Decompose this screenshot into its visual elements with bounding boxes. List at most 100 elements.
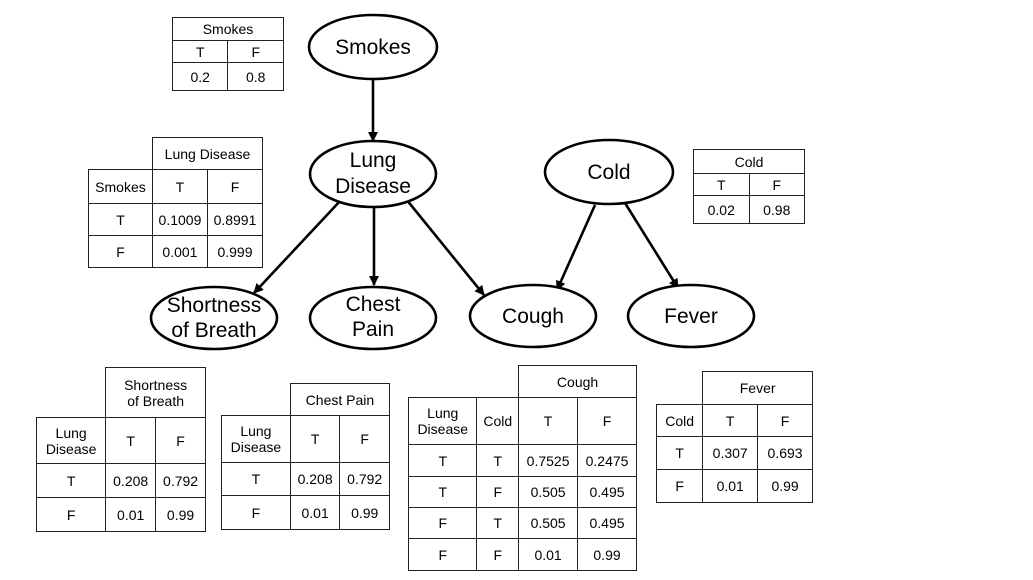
cpt-title: Cough bbox=[518, 365, 637, 398]
cpt-smokes: Smokes T F 0.2 0.8 bbox=[171, 17, 284, 91]
cpt-title: Cold bbox=[693, 149, 805, 174]
cpt-cond: F bbox=[35, 497, 107, 532]
cpt-cond: T bbox=[35, 463, 107, 498]
node-fever: Fever bbox=[626, 283, 756, 349]
cpt-cond: T bbox=[88, 203, 153, 236]
cpt-parent-line2: Disease bbox=[417, 421, 469, 437]
cpt-cold: Cold T F 0.02 0.98 bbox=[693, 149, 805, 224]
node-chest-pain: Chest Pain bbox=[308, 285, 438, 351]
node-cold-label: Cold bbox=[587, 161, 630, 184]
cpt-value: 0.2475 bbox=[577, 444, 637, 477]
cpt-value: 0.01 bbox=[289, 495, 341, 530]
node-shortness-label-line1: Shortness bbox=[167, 294, 262, 317]
cpt-fever: Fever Cold T F T 0.307 0.693 F 0.01 0.99 bbox=[655, 371, 813, 503]
cpt-parent-line1: Lung bbox=[240, 423, 272, 439]
cpt-cough: Cough Lung Disease Cold T F T T 0.7525 0… bbox=[407, 365, 637, 571]
cpt-parent-header: Cold bbox=[476, 397, 520, 445]
node-smokes: Smokes bbox=[307, 13, 439, 81]
cpt-col-header: F bbox=[757, 404, 813, 437]
node-shortness-of-breath: Shortness of Breath bbox=[149, 285, 279, 351]
cpt-parent-header: Cold bbox=[655, 404, 704, 437]
cpt-value: 0.01 bbox=[702, 469, 759, 503]
cpt-parent-line2: Disease bbox=[45, 440, 97, 457]
cpt-col-header: T bbox=[702, 404, 759, 437]
cpt-value: 0.495 bbox=[577, 476, 637, 508]
cpt-value: 0.8 bbox=[227, 62, 284, 91]
cpt-value: 0.495 bbox=[577, 507, 637, 539]
node-cold: Cold bbox=[543, 138, 675, 206]
cpt-blank bbox=[37, 368, 106, 418]
cpt-title: Chest Pain bbox=[289, 383, 391, 416]
cpt-cond: F bbox=[407, 507, 478, 539]
cpt-col-header: T bbox=[171, 40, 229, 63]
cpt-title: Shortness of Breath bbox=[105, 367, 206, 418]
cpt-value: 0.792 bbox=[155, 463, 206, 498]
cpt-col-header: F bbox=[748, 173, 805, 196]
cpt-cond: F bbox=[476, 538, 520, 571]
edge-lung-disease-cough bbox=[404, 198, 486, 296]
edge-lung-disease-shortness bbox=[253, 199, 342, 294]
cpt-value: 0.208 bbox=[289, 462, 341, 496]
cpt-value: 0.505 bbox=[518, 476, 579, 508]
cpt-parent-line1: Lung bbox=[55, 424, 87, 441]
node-shortness-label-line2: of Breath bbox=[171, 319, 256, 342]
cpt-value: 0.02 bbox=[693, 195, 750, 224]
cpt-title-line1: Shortness bbox=[124, 376, 188, 393]
cpt-value: 0.001 bbox=[151, 235, 208, 268]
cpt-parent-header: Lung Disease bbox=[407, 397, 478, 445]
cpt-cond: T bbox=[655, 436, 704, 470]
cpt-col-header: T bbox=[289, 415, 341, 463]
cpt-parent-header: Smokes bbox=[88, 169, 153, 204]
cpt-col-header: F bbox=[155, 417, 206, 464]
cpt-parent-header: Lung Disease bbox=[221, 415, 291, 463]
cpt-col-header: T bbox=[151, 169, 208, 204]
cpt-value: 0.99 bbox=[339, 495, 390, 530]
cpt-value: 0.999 bbox=[206, 235, 264, 268]
cpt-col-header: F bbox=[227, 40, 284, 63]
cpt-chest-pain: Chest Pain Lung Disease T F T 0.208 0.79… bbox=[221, 383, 391, 530]
edge-cold-cough bbox=[555, 204, 597, 291]
cpt-col-header: T bbox=[518, 397, 579, 445]
cpt-value: 0.208 bbox=[105, 463, 157, 498]
cpt-col-header: T bbox=[105, 417, 157, 464]
cpt-cond: T bbox=[407, 476, 478, 508]
cpt-value: 0.99 bbox=[757, 469, 813, 503]
cpt-parent-header: Lung Disease bbox=[35, 417, 107, 464]
cpt-cond: T bbox=[407, 444, 478, 477]
cpt-value: 0.307 bbox=[702, 436, 759, 470]
cpt-title-line2: of Breath bbox=[127, 392, 185, 409]
node-chest-pain-label-line2: Pain bbox=[352, 318, 394, 341]
cpt-title: Smokes bbox=[172, 17, 284, 41]
cpt-cond: T bbox=[476, 507, 520, 539]
node-fever-label: Fever bbox=[664, 305, 718, 328]
cpt-parent-line2: Disease bbox=[230, 439, 282, 455]
node-cough: Cough bbox=[468, 283, 598, 349]
cpt-blank bbox=[222, 384, 291, 416]
cpt-value: 0.1009 bbox=[151, 203, 208, 236]
cpt-cond: T bbox=[476, 444, 520, 477]
cpt-value: 0.2 bbox=[171, 62, 229, 91]
cpt-cond: F bbox=[655, 469, 704, 503]
cpt-cond: F bbox=[88, 235, 153, 268]
cpt-value: 0.99 bbox=[155, 497, 206, 532]
cpt-value: 0.8991 bbox=[206, 203, 264, 236]
cpt-title: Fever bbox=[702, 371, 813, 405]
cpt-value: 0.792 bbox=[339, 462, 390, 496]
cpt-blank bbox=[657, 372, 703, 405]
cpt-value: 0.7525 bbox=[518, 444, 579, 477]
cpt-col-header: T bbox=[693, 173, 750, 196]
cpt-col-header: F bbox=[339, 415, 390, 463]
cpt-shortness-of-breath: Shortness of Breath Lung Disease T F T 0… bbox=[35, 367, 206, 532]
cpt-value: 0.01 bbox=[105, 497, 157, 532]
cpt-value: 0.98 bbox=[748, 195, 805, 224]
edge-cold-fever bbox=[623, 202, 680, 289]
node-lung-disease: Lung Disease bbox=[308, 139, 438, 209]
node-chest-pain-label-line1: Chest bbox=[346, 293, 401, 316]
node-smokes-label: Smokes bbox=[335, 36, 411, 59]
node-lung-disease-label-line2: Disease bbox=[335, 175, 411, 198]
cpt-blank bbox=[89, 138, 153, 170]
cpt-col-header: F bbox=[206, 169, 264, 204]
cpt-cond: T bbox=[221, 462, 291, 496]
cpt-cond: F bbox=[476, 476, 520, 508]
